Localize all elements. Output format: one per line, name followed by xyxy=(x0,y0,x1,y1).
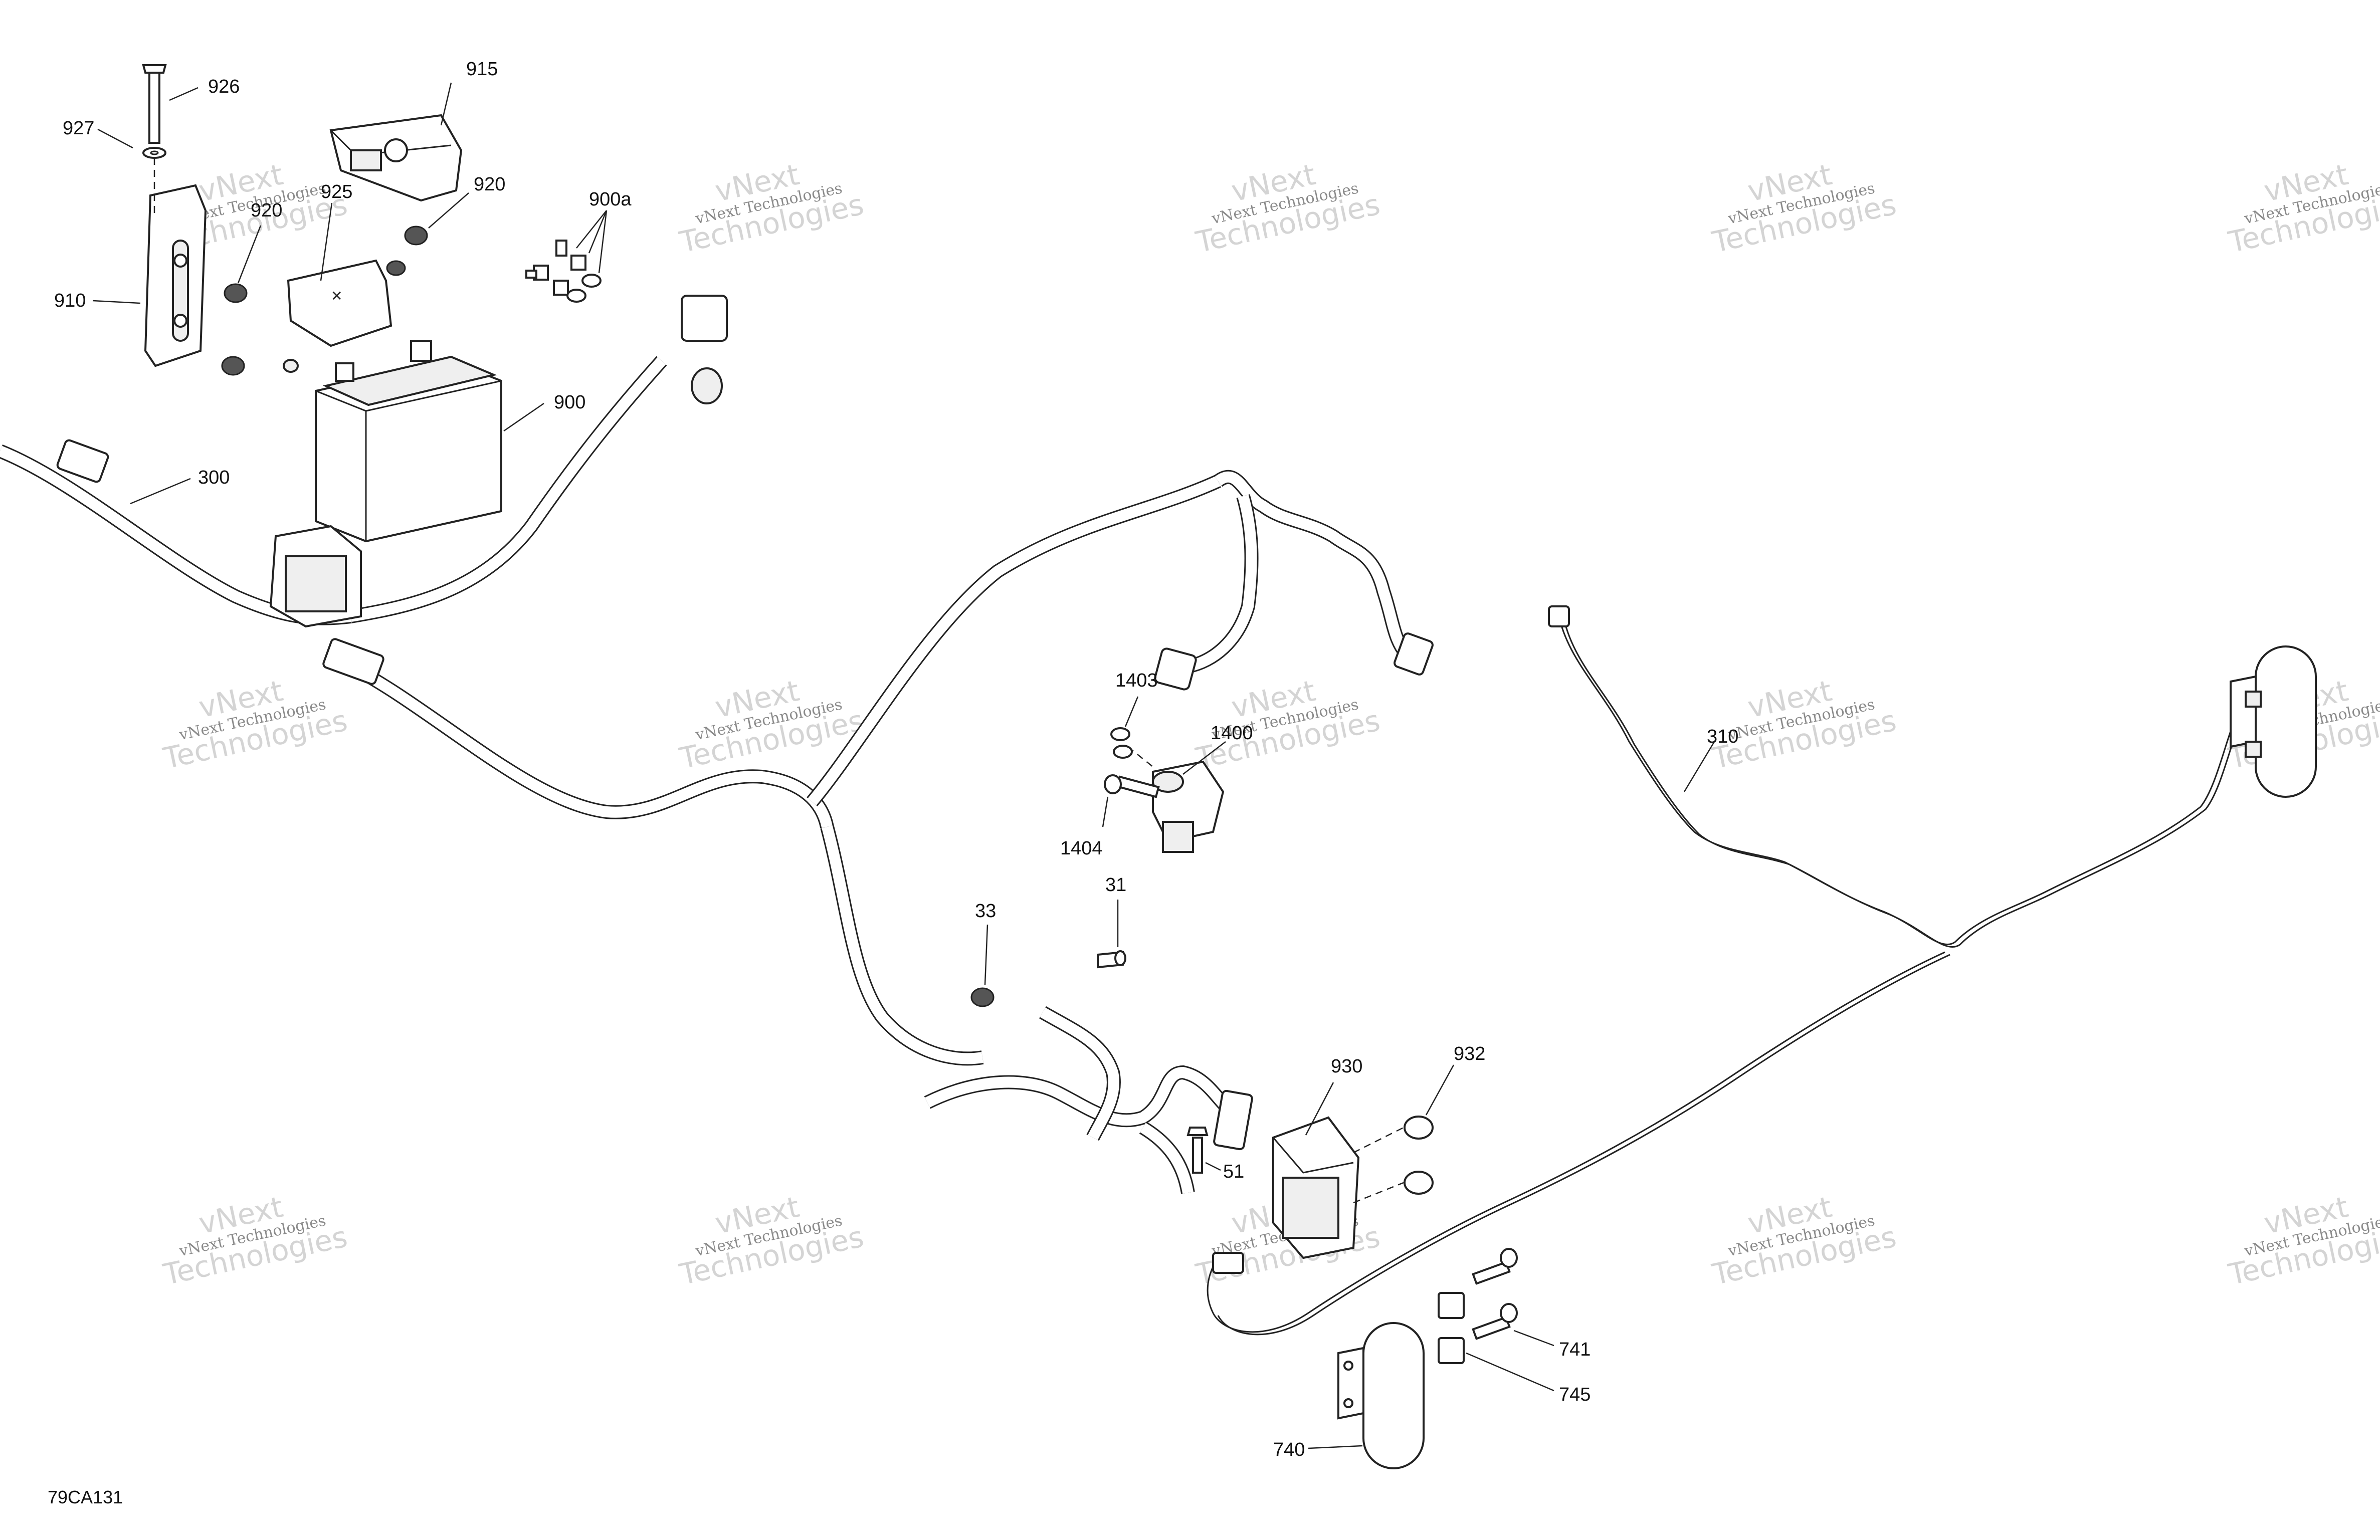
callout-920-left: 920 xyxy=(251,200,282,221)
callout-741: 741 xyxy=(1559,1339,1591,1360)
rear-harness-310 xyxy=(1207,616,2251,1336)
upper-harness-branches xyxy=(1186,470,1414,674)
callout-1404: 1404 xyxy=(1060,838,1103,859)
callout-925: 925 xyxy=(321,181,352,202)
connector-mid-left xyxy=(322,638,384,685)
module-930 xyxy=(1272,1116,1360,1259)
screw-1403 xyxy=(1110,727,1133,759)
nut-33 xyxy=(970,987,995,1007)
callout-300: 300 xyxy=(198,467,230,488)
callout-745: 745 xyxy=(1559,1384,1591,1405)
callout-920-right: 920 xyxy=(474,174,505,195)
callout-310: 310 xyxy=(1707,726,1738,747)
callout-910: 910 xyxy=(54,290,86,311)
callout-932: 932 xyxy=(1454,1043,1485,1064)
callout-926: 926 xyxy=(208,76,240,97)
fuse-box-915 xyxy=(329,114,463,202)
main-harness-300 xyxy=(0,356,1221,1066)
bolt-51 xyxy=(1186,1127,1209,1174)
washer-927 xyxy=(142,147,166,159)
callout-31: 31 xyxy=(1105,874,1126,896)
svg-text:✕: ✕ xyxy=(331,288,342,304)
lamp-740-front xyxy=(1337,1322,1425,1469)
figure-code: 79CA131 xyxy=(48,1487,123,1507)
screw-1404 xyxy=(1104,774,1160,798)
callout-900a: 900a xyxy=(589,189,632,210)
nut-clip-745 xyxy=(1438,1292,1465,1364)
callout-900: 900 xyxy=(554,392,585,413)
nut-920-right xyxy=(404,226,428,246)
battery-900 xyxy=(315,340,502,543)
sensor-1400 xyxy=(1152,760,1225,853)
battery-bracket-910 xyxy=(144,184,207,367)
callout-1400: 1400 xyxy=(1211,723,1253,744)
connector-left-end xyxy=(56,439,109,483)
leader-lines xyxy=(92,82,1715,1449)
grommet-932 xyxy=(1404,1116,1434,1195)
terminal-cover-925: ✕ xyxy=(287,259,406,347)
callout-740: 740 xyxy=(1273,1439,1305,1460)
connector-lamp-front xyxy=(1212,605,1570,1274)
callout-labels: 926 915 927 920 925 920 900a 910 900 300… xyxy=(54,59,1738,1460)
callout-51: 51 xyxy=(1223,1161,1244,1182)
lower-harness-branches xyxy=(924,1006,1238,1194)
bolt-926 xyxy=(142,64,167,144)
callout-33: 33 xyxy=(975,901,996,922)
screw-741 xyxy=(1472,1248,1518,1340)
connector-930-side xyxy=(1213,1089,1253,1151)
callout-927: 927 xyxy=(63,118,94,139)
bolt-31 xyxy=(1097,950,1126,969)
lamp-740-rear xyxy=(2230,645,2317,798)
nut-920-left xyxy=(221,283,299,376)
connector-top-right xyxy=(681,295,728,404)
callout-915: 915 xyxy=(466,59,498,80)
harness-connector-top xyxy=(1154,632,1434,691)
main-harness-connector xyxy=(269,525,362,628)
callout-1403: 1403 xyxy=(1115,670,1158,691)
callout-930: 930 xyxy=(1331,1056,1362,1077)
battery-hardware-900a xyxy=(525,240,602,303)
